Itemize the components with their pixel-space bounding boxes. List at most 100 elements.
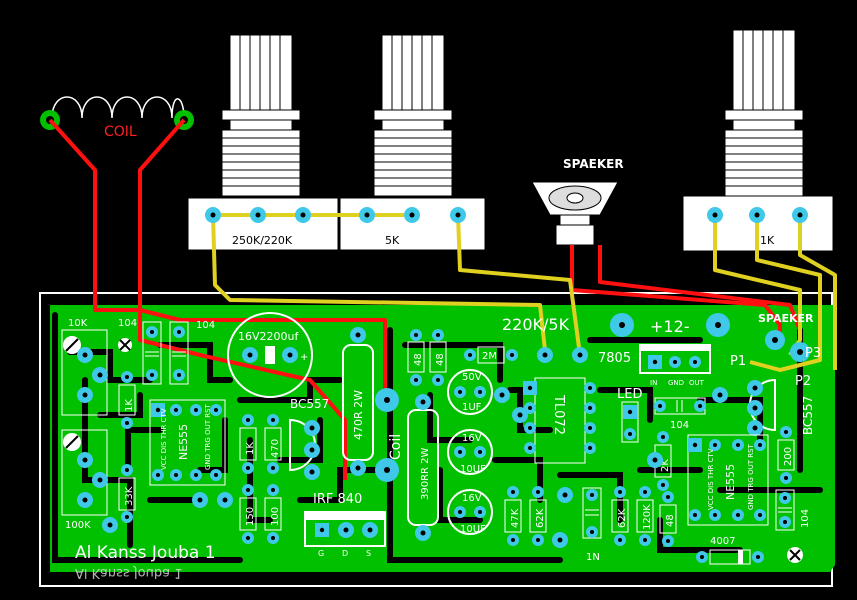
r-200-label: 200 [783,447,794,466]
r-47k-label: 47K [510,508,521,528]
cap-50v-label: 50V [462,372,482,383]
reg-gnd-label: GND [668,379,684,387]
r-62k-b-label: 62K [617,508,628,528]
capacitor-104-right: 104 [775,489,811,531]
cap-16v-a-label: 16V [462,433,482,444]
coil-pad-label: Coil [388,434,404,460]
electrolytic-2200uf: 16V2200uf + [227,312,313,398]
resistor-33k: 33K [118,464,136,523]
resistor-200: 200 [777,426,795,484]
p2-label: P2 [795,374,811,389]
resistor-470r-2w: 470R 2W [342,327,374,476]
ic-tl072: TL072 [523,377,596,464]
elec-cap-label: 16V2200uf [238,330,299,343]
resistor-48-c: 48 [659,491,677,547]
tl072-label: TL072 [551,394,566,435]
coil-label: COIL [104,124,137,140]
resistor-470: 470 [264,414,282,474]
r-48-b-label: 48 [435,353,446,366]
irf-d-label: D [342,549,348,558]
regulator-7805: IN GND OUT [639,344,711,387]
supply-label: +12- [650,317,690,336]
ne555-right-label: NE555 [724,464,737,500]
cap-104-a-label: 104 [118,318,137,329]
board-title: Al Kanss Jouba 1 [75,543,216,563]
resistor-1k-vertical-a: 1K [118,371,136,429]
resistor-47k: 47K [504,486,522,546]
p3-label: P3 [805,346,821,361]
ne555-left: VCC DIS THR CTV NE555 GND TRG OUT RST [149,399,226,486]
cap-104-b-label: 104 [196,320,215,331]
r-2k-label: 2K [660,459,671,472]
resistor-2m: 2M [464,346,518,364]
speaker-pad-label: SPAEKER [758,312,814,325]
cap-104-c-label: 104 [670,420,689,431]
bc557-b-label: BC557 [801,396,815,435]
reg-out-label: OUT [689,379,705,387]
board-title-mirror: Al Kanss Jouba 1 [75,565,182,580]
irf-label: IRF 840 [313,492,362,507]
resistor-150: 150 [239,484,257,544]
bc557-left: BC557 [289,397,329,480]
svg-text:+: + [300,352,308,363]
res-470r-label: 470R 2W [352,390,365,440]
r-33k-label: 33K [124,486,135,506]
trimmer-100k-label: 100K [65,520,91,531]
ne555-left-pins-top: GND TRG OUT RST [204,403,212,470]
resistor-62k-a: 62K [529,486,547,546]
irf-g-label: G [318,549,324,558]
capacitor-104-left: 104 104 [118,318,215,385]
trimmer-10k-label: 10K [68,318,88,329]
r-120k-label: 120K [642,504,653,530]
r-1k-a-label: 1K [124,399,135,412]
resistor-100: 100 [264,484,282,544]
trimmer-10k: 10K [61,318,108,416]
res-390r-label: 390RR 2W [420,447,431,500]
pot-middle-label: 5K [385,234,400,247]
r-48-a-label: 48 [413,353,424,366]
capacitor-104-mid: 104 [654,397,706,431]
capacitor-1n: 1N [582,487,602,563]
yellow-wires [211,213,837,372]
r-470-label: 470 [270,439,281,458]
pot-right-label: 1K [760,234,775,247]
ne555-right-pins-bottom: GND TRG OUT RST [747,443,755,510]
cap-1uf-label: 1UF [462,402,482,413]
ne555-left-label: NE555 [177,424,190,460]
coil-connector: Coil [375,388,404,482]
r-62k-a-label: 62K [535,508,546,528]
capacitor-10uf-a: 16V 10UF [447,429,493,475]
capacitor-10uf-b: 16V 10UF [447,489,493,535]
r-1k-b-label: 1K [245,442,256,455]
r-48-c-label: 48 [665,514,676,527]
cap-10uf-a-label: 10UF [460,464,486,475]
resistor-390r-2w: 390RR 2W [407,394,439,541]
r-2m-label: 2M [482,351,497,362]
diode-4007-label: 4007 [710,536,735,547]
capacitor-1uf: 50V 1UF [447,369,493,415]
led: LED [617,387,642,443]
pot-left-label: 250K/220K [232,234,293,247]
ne555-right: VCC DIS THR CTV NE555 GND TRG OUT RST [687,434,769,526]
reg-in-label: IN [650,379,657,387]
potentiometer-middle: 5K [339,34,486,251]
r-100-label: 100 [270,507,281,526]
resistor-48-pair: 48 48 [407,329,447,386]
r-150-label: 150 [245,507,256,526]
led-label: LED [617,387,642,402]
bc557-a-label: BC557 [290,397,329,411]
trimmer-100k: 100K [61,429,108,531]
cap-104-e-label: 104 [800,509,811,528]
diode-4007: 4007 [696,536,764,565]
cap-16v-b-label: 16V [462,493,482,504]
speaker-label: SPAEKER [563,157,624,171]
resistor-1k-vertical-b: 1K [239,414,257,474]
resistor-62k-b: 62K [611,486,629,546]
cap-1n-label: 1N [586,552,600,563]
p1-label: P1 [730,354,746,369]
pot-220k-5k-label: 220K/5K [502,315,570,334]
reg-7805-label: 7805 [598,351,631,366]
potentiometer-left: 250K/220K [187,34,339,251]
bc557-right: BC557 [747,378,815,436]
